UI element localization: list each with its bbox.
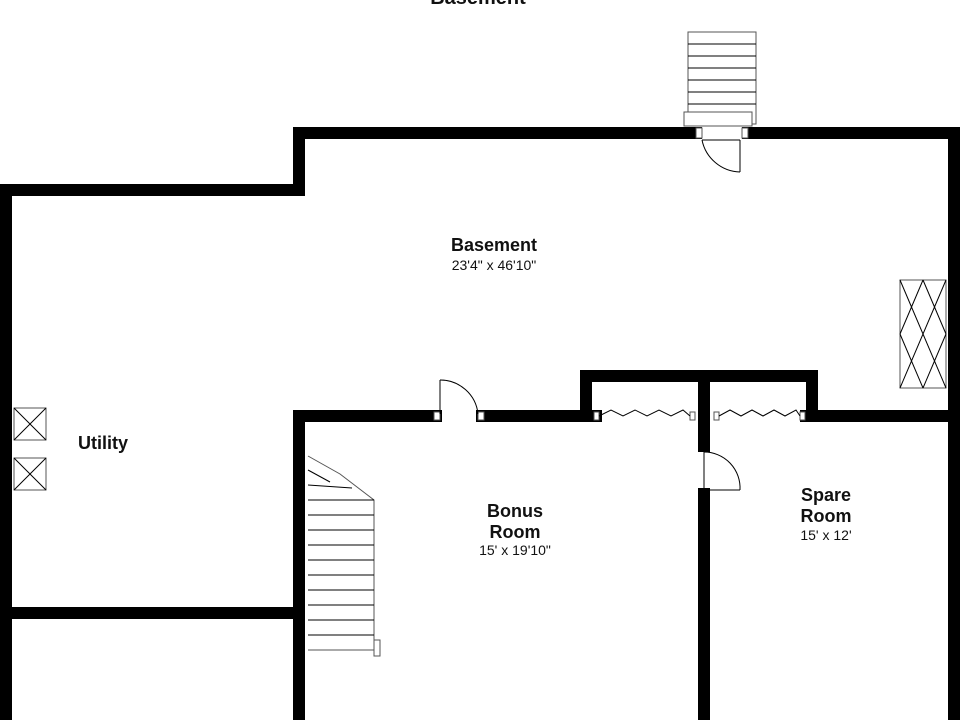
room-name-spare-line1: Spare	[801, 485, 851, 505]
spare-room-door-swing	[703, 451, 741, 491]
floor-title: Basement	[430, 0, 526, 9]
interior-stairs	[307, 455, 381, 657]
room-dims-spare: 15' x 12'	[800, 527, 851, 543]
exterior-walls	[0, 127, 960, 720]
room-dims-basement: 23'4" x 46'10"	[452, 257, 537, 273]
room-name-bonus-line2: Room	[490, 522, 541, 542]
closet-bifold-doors	[593, 409, 806, 421]
room-name-spare-line2: Room	[801, 506, 852, 526]
room-label-bonus: Bonus Room 15' x 19'10"	[479, 501, 551, 558]
exterior-stairs	[683, 31, 757, 127]
room-name-basement: Basement	[451, 235, 537, 255]
entry-door-swing	[695, 127, 749, 173]
room-label-spare: Spare Room 15' x 12'	[800, 485, 851, 543]
bonus-room-door-swing	[433, 379, 485, 421]
right-wall-fixture	[899, 279, 947, 389]
utility-fixtures	[13, 407, 47, 491]
room-label-basement: Basement 23'4" x 46'10"	[451, 235, 537, 273]
interior-walls	[293, 370, 960, 720]
room-name-utility: Utility	[78, 433, 128, 453]
room-name-bonus-line1: Bonus	[487, 501, 543, 521]
room-label-utility: Utility	[78, 433, 128, 453]
room-dims-bonus: 15' x 19'10"	[479, 542, 551, 558]
